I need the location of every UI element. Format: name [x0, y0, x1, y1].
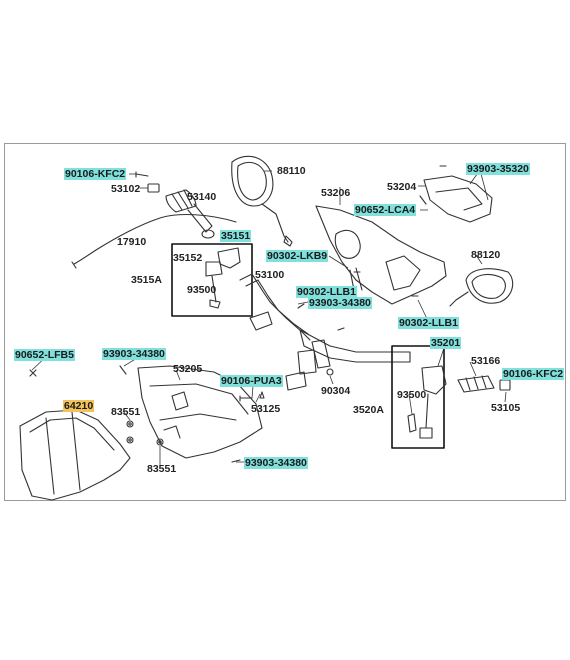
part-label-53105[interactable]: 53105: [491, 402, 521, 414]
part-label-93903-34380-left[interactable]: 93903-34380: [102, 348, 166, 360]
part-label-83551-lower[interactable]: 83551: [147, 463, 177, 475]
part-label-90106-kfc2-left[interactable]: 90106-KFC2: [64, 168, 127, 180]
part-label-35151[interactable]: 35151: [220, 230, 252, 242]
part-label-3515A[interactable]: 3515A: [131, 274, 162, 286]
part-label-93903-35320[interactable]: 93903-35320: [466, 163, 530, 175]
part-label-90106-pua3[interactable]: 90106-PUA3: [220, 375, 283, 387]
cover-53204: [419, 175, 493, 223]
part-label-53205[interactable]: 53205: [173, 363, 203, 375]
part-label-90106-kfc2-right[interactable]: 90106-KFC2: [502, 368, 565, 380]
part-label-35152[interactable]: 35152: [173, 252, 203, 264]
part-label-35201[interactable]: 35201: [430, 337, 462, 349]
meter-visor-64210: [19, 409, 131, 501]
part-label-53102[interactable]: 53102: [111, 183, 141, 195]
part-label-53125[interactable]: 53125: [251, 403, 281, 415]
part-label-93903-34380-top[interactable]: 93903-34380: [308, 297, 372, 309]
left-switch-assembly: [205, 247, 241, 309]
right-grip-53166: [457, 375, 511, 393]
part-label-53206[interactable]: 53206: [321, 187, 351, 199]
fasteners: [29, 165, 447, 463]
part-label-90302-llb1-right[interactable]: 90302-LLB1: [398, 317, 459, 329]
part-label-90304[interactable]: 90304: [321, 385, 351, 397]
right-switch-assembly: [407, 365, 447, 439]
diagram-frame: [4, 143, 566, 501]
part-label-83551-upper[interactable]: 83551: [111, 406, 141, 418]
part-label-64210[interactable]: 64210: [63, 400, 95, 412]
right-mirror-88120: [449, 268, 514, 307]
handlebar-53100: [239, 273, 411, 391]
part-label-93500-right[interactable]: 93500: [397, 389, 427, 401]
part-label-90302-llb1-top[interactable]: 90302-LLB1: [296, 286, 357, 298]
left-mirror-88110: [231, 155, 293, 247]
part-label-88120[interactable]: 88120: [471, 249, 501, 261]
front-cover-53205: [137, 365, 263, 459]
part-label-93500-left[interactable]: 93500: [187, 284, 217, 296]
part-label-90652-lca4[interactable]: 90652-LCA4: [354, 204, 417, 216]
part-label-93903-34380-bottom[interactable]: 93903-34380: [244, 457, 308, 469]
part-label-88110[interactable]: 88110: [277, 165, 306, 177]
part-label-90652-lfb5[interactable]: 90652-LFB5: [14, 349, 75, 361]
part-label-53140[interactable]: 53140: [187, 191, 217, 203]
part-label-53204[interactable]: 53204: [387, 181, 417, 193]
part-label-90302-lkb9[interactable]: 90302-LKB9: [266, 250, 329, 262]
brake-cable-17910: [71, 214, 237, 269]
right-switch-box-3520A: [391, 345, 445, 449]
part-label-53100[interactable]: 53100: [255, 269, 285, 281]
part-label-17910[interactable]: 17910: [117, 236, 147, 248]
left-switch-box-3515A: [171, 243, 253, 317]
part-label-3520A[interactable]: 3520A: [353, 404, 384, 416]
part-label-53166[interactable]: 53166: [471, 355, 501, 367]
